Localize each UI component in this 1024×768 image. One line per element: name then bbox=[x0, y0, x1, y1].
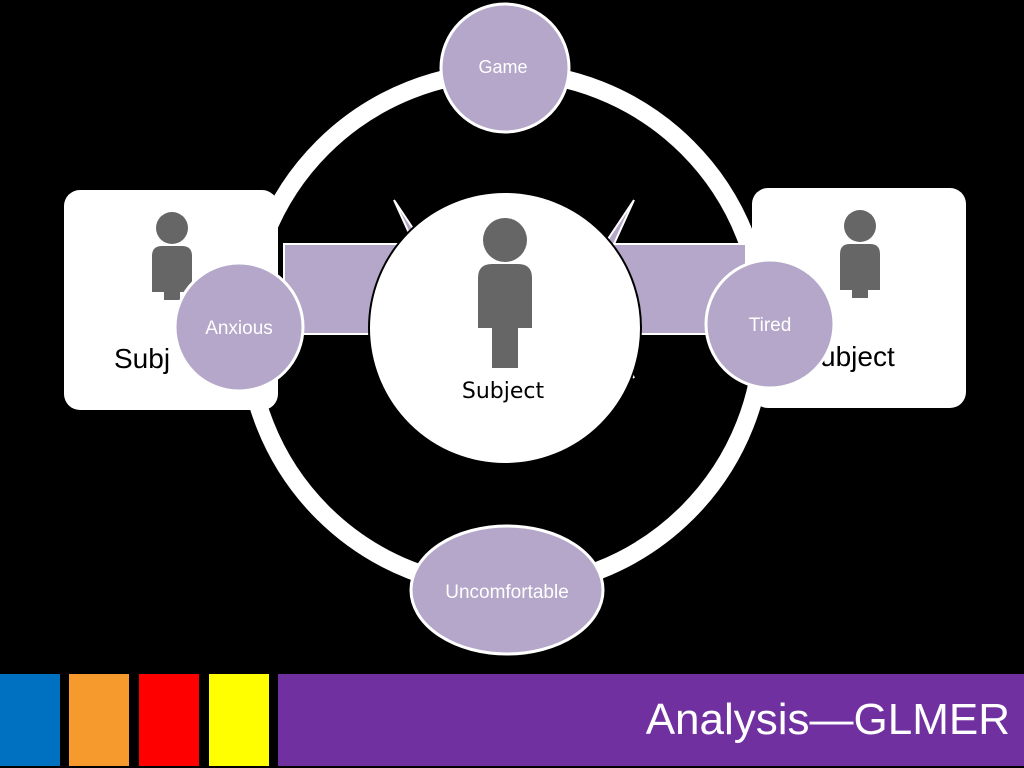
slide-title: Analysis—GLMER bbox=[645, 695, 1010, 744]
center-subject-label: Subject bbox=[462, 379, 545, 404]
tired-node-label: Tired bbox=[749, 315, 792, 336]
anxious-node-label: Anxious bbox=[205, 318, 273, 339]
uncomfortable-node bbox=[409, 524, 605, 656]
footer: Analysis—GLMER bbox=[0, 674, 1024, 768]
swatch-blue bbox=[0, 674, 60, 766]
right-person-icon bbox=[840, 210, 880, 298]
tired-node bbox=[704, 258, 836, 390]
swatch-yellow bbox=[209, 674, 269, 766]
swatch-red bbox=[139, 674, 199, 766]
right-card-label: ubject bbox=[820, 341, 895, 372]
game-node-label: Game bbox=[478, 57, 527, 77]
game-node bbox=[439, 2, 571, 134]
left-card-label: Subj bbox=[114, 343, 170, 374]
anxious-node bbox=[173, 261, 305, 393]
center-person-icon bbox=[478, 218, 532, 368]
uncomfortable-node-label: Uncomfortable bbox=[445, 582, 569, 603]
left-person-icon bbox=[152, 212, 192, 300]
swatch-orange bbox=[69, 674, 129, 766]
title-bar: Analysis—GLMER bbox=[278, 674, 1024, 766]
